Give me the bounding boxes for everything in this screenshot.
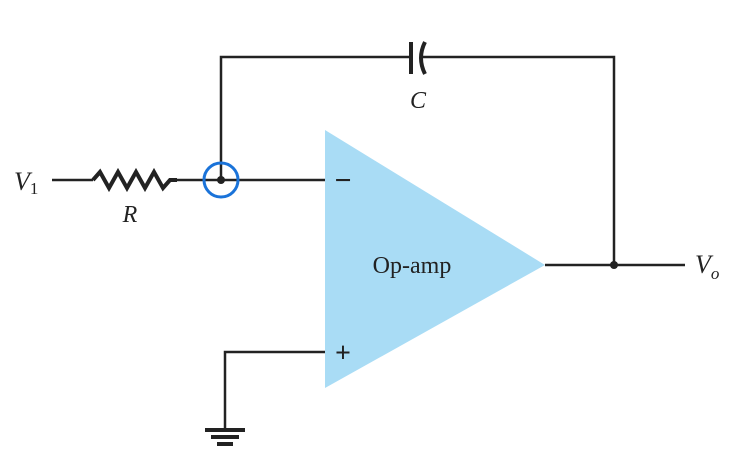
input-voltage-subscript: 1: [30, 179, 39, 198]
feedback-wire-left: [219, 55, 409, 180]
resistor-label: R: [122, 202, 138, 228]
resistor: [91, 167, 177, 193]
feedback-wire-right: [421, 55, 616, 265]
capacitor-label: C: [410, 88, 427, 114]
input-voltage-symbol: V: [14, 167, 33, 196]
opamp-label: Op-amp: [373, 253, 452, 279]
input-voltage-label: V1: [14, 167, 38, 198]
output-voltage-symbol: V: [695, 250, 714, 279]
noninverting-input-sign: +: [335, 338, 351, 369]
ground-wire: [223, 350, 325, 430]
output-node-dot: [610, 261, 618, 269]
output-voltage-label: Vo: [695, 250, 719, 283]
output-voltage-subscript: o: [711, 264, 720, 283]
summing-node-highlight: [202, 161, 240, 199]
inverting-input-sign: −: [334, 164, 351, 197]
opamp-triangle: [325, 130, 545, 388]
summing-node-dot: [217, 176, 225, 184]
